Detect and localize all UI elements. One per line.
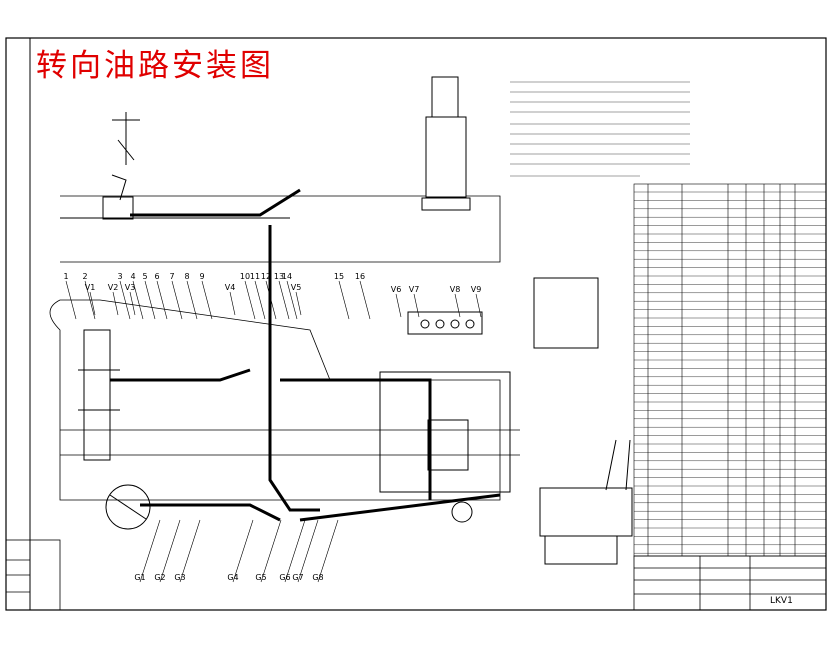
callout-15: 15: [334, 272, 344, 281]
callout-1: 1: [63, 272, 68, 281]
callout-v3: V3: [125, 283, 136, 292]
callout-v7: V7: [409, 285, 420, 294]
callout-g4: G4: [227, 573, 238, 582]
gearbox-right: [379, 371, 511, 523]
callout-11: 11: [250, 272, 260, 281]
callout-g8: G8: [312, 573, 323, 582]
callout-v9: V9: [471, 285, 482, 294]
outer-border: [5, 37, 827, 611]
parts-list-rows: [634, 191, 826, 554]
callout-g2: G2: [154, 573, 165, 582]
callout-4: 4: [130, 272, 135, 281]
callout-9: 9: [199, 272, 204, 281]
callout-v8: V8: [450, 285, 461, 294]
title-block: [633, 555, 827, 611]
callout-14: 14: [282, 272, 292, 281]
callout-v5: V5: [291, 283, 302, 292]
control-valve-detail: [539, 439, 633, 565]
callout-3: 3: [117, 272, 122, 281]
callout-2: 2: [82, 272, 87, 281]
callout-10: 10: [240, 272, 250, 281]
callout-g3: G3: [174, 573, 185, 582]
valve-body-detail: [533, 277, 599, 349]
technical-notes: [510, 81, 690, 177]
hydraulic-pipes: [110, 188, 501, 522]
callout-g6: G6: [279, 573, 290, 582]
left-margin-boxes: [5, 539, 61, 611]
callout-g1: G1: [134, 573, 145, 582]
callout-16: 16: [355, 272, 365, 281]
drawing-title: 转向油路安装图: [36, 48, 274, 84]
callout-v2: V2: [108, 283, 119, 292]
callout-7: 7: [169, 272, 174, 281]
pump-motor-assembly: [421, 76, 471, 211]
drawing-number: LKV1: [770, 596, 793, 606]
callout-5: 5: [142, 272, 147, 281]
steering-column-top: [60, 112, 290, 220]
callout-v4: V4: [225, 283, 236, 292]
hand-wheel: [105, 484, 151, 530]
callout-v1: V1: [85, 283, 96, 292]
cylinder-left: [78, 329, 120, 461]
callout-g7: G7: [292, 573, 303, 582]
vehicle-frame-lines: [49, 195, 520, 501]
callout-g5: G5: [255, 573, 266, 582]
callout-8: 8: [184, 272, 189, 281]
callout-leaders: [65, 280, 482, 583]
callout-12: 12: [261, 272, 271, 281]
callout-6: 6: [154, 272, 159, 281]
parts-list-table: [633, 183, 827, 557]
callout-v6: V6: [391, 285, 402, 294]
valve-block-detail: [407, 311, 483, 335]
callout-13: 13: [274, 272, 284, 281]
